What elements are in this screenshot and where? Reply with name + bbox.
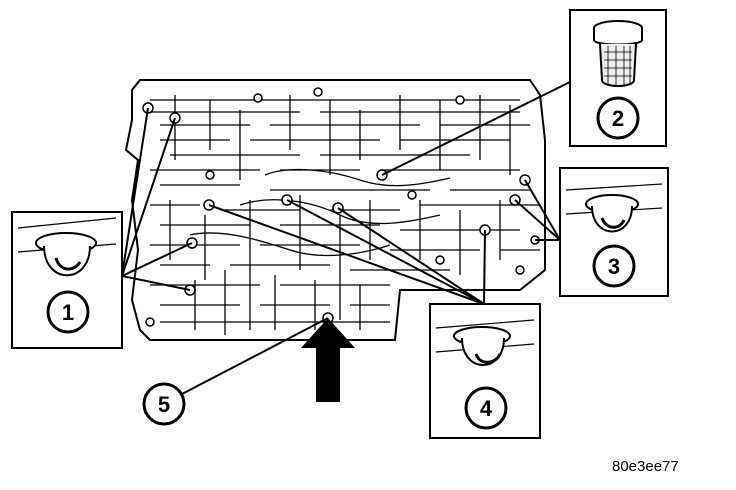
- reference-code: 80e3ee77: [612, 458, 679, 475]
- check-ball-seal-icon: [585, 194, 639, 233]
- leader-lines: [121, 81, 571, 395]
- callout-5-badge: [142, 382, 186, 426]
- callout-3-badge: [592, 244, 636, 288]
- callout-3-number: 3: [608, 254, 620, 279]
- check-ball-seal-icon: [453, 326, 511, 366]
- indicator-arrow: [301, 318, 355, 402]
- filter-screen-icon: [593, 20, 643, 87]
- callout-2-badge: [596, 96, 640, 140]
- callout-4-number: 4: [480, 396, 493, 421]
- callout-2-number: 2: [612, 106, 624, 131]
- callout-1-number: 1: [62, 300, 74, 325]
- callout-5-number: 5: [158, 392, 170, 417]
- callout-1-badge: [46, 290, 90, 334]
- callout-4-badge: [464, 386, 508, 430]
- check-ball-seal-icon: [35, 232, 97, 277]
- valve-body: [124, 79, 546, 341]
